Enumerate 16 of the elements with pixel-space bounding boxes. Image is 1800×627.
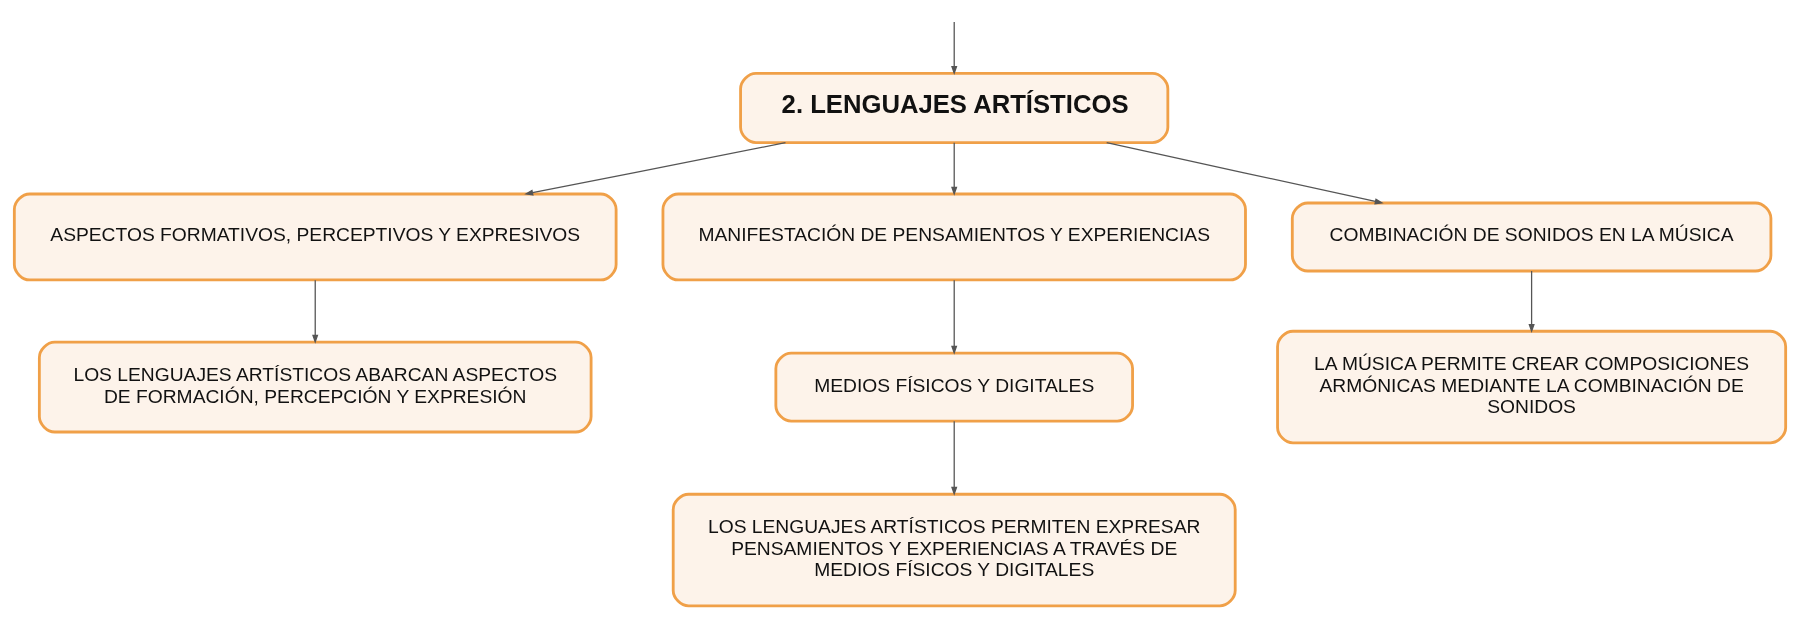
node-box: COMBINACIÓN DE SONIDOS EN LA MÚSICA	[1290, 201, 1773, 273]
node-box: LOS LENGUAJES ARTÍSTICOS ABARCAN ASPECTOS DE FORMACIÓN, PERCEPCIÓN Y EXPRESIÓN	[37, 340, 593, 434]
node-box: LA MÚSICA PERMITE CREAR COMPOSICIONES ARMÓNICAS MEDIANTE LA COMBINACIÓN DE SONIDOS	[1276, 329, 1788, 445]
node-box: 2. LENGUAJES ARTÍSTICOS	[739, 71, 1170, 145]
arrow	[951, 21, 958, 76]
node-box: MEDIOS FÍSICOS Y DIGITALES	[774, 351, 1134, 423]
arrow	[524, 142, 787, 196]
node-box: ASPECTOS FORMATIVOS, PERCEPTIVOS Y EXPRESIVOS	[12, 192, 618, 282]
arrow	[951, 420, 958, 496]
arrow	[312, 279, 319, 344]
arrow	[951, 279, 958, 355]
arrow	[951, 142, 958, 196]
node-box: MANIFESTACIÓN DE PENSAMIENTOS Y EXPERIENCIAS	[661, 192, 1247, 282]
arrow	[1528, 270, 1535, 334]
arrow	[1106, 142, 1384, 205]
node-box: LOS LENGUAJES ARTÍSTICOS PERMITEN EXPRESAR PENSAMIENTOS Y EXPERIENCIAS A TRAVÉS DE MEDIOS FÍSICOS Y DIGITALES	[671, 492, 1237, 608]
